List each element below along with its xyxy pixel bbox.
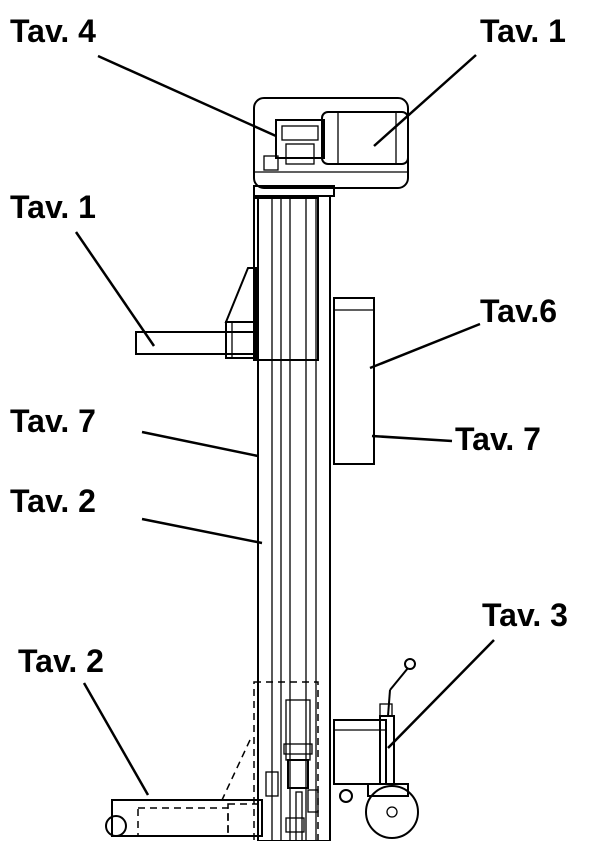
leader-tav3 [387,639,495,749]
label-tav7-plate: Tav. 7 [455,421,541,457]
label-tav3-base: Tav. 3 [482,597,568,633]
leader-tav7-plate [371,434,453,443]
label-tav4-top: Tav. 4 [10,13,96,49]
label-tav1-top: Tav. 1 [480,13,566,49]
leader-tav1-arm [74,231,156,347]
main-column [253,185,335,841]
left-arm [135,267,257,359]
leader-tav2-base [82,682,150,796]
label-tav1-arm: Tav. 1 [10,189,96,225]
right-wheel-assembly [333,658,419,839]
leader-tav6 [369,322,481,370]
leader-tav1-top [373,54,477,147]
motor-head [253,97,409,189]
leader-tav4 [97,54,277,138]
right-plate [329,297,375,465]
left-base [105,799,263,837]
lower-carriage [221,681,319,841]
label-tav6-plate: Tav.6 [480,293,557,329]
leader-tav2-column [141,517,263,545]
label-tav7-column: Tav. 7 [10,403,96,439]
label-tav2-column: Tav. 2 [10,483,96,519]
label-tav2-base: Tav. 2 [18,643,104,679]
leader-tav7-column [141,430,259,458]
